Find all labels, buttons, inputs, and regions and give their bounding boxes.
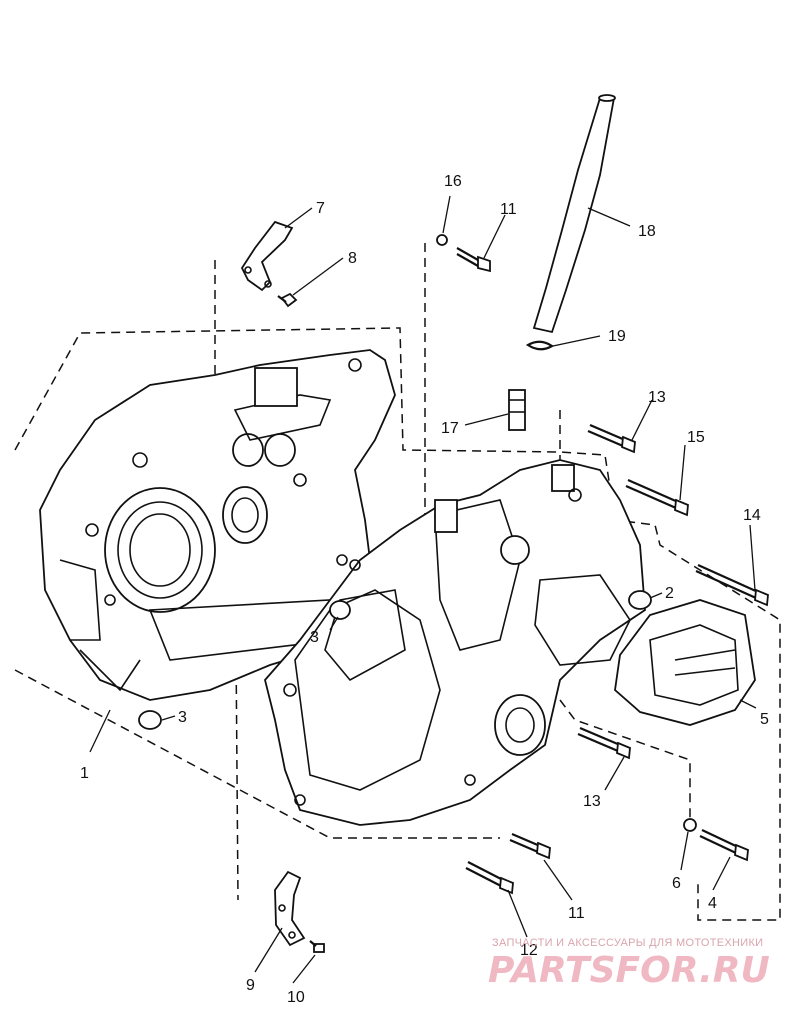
callout-10: 10 [287,989,305,1006]
callout-16: 16 [444,173,462,190]
watermark-brand: PARTSFOR.RU [488,950,770,991]
cover-part-5 [614,599,756,726]
callout-2: 2 [665,585,674,602]
dowel-pin-part-2 [628,590,652,610]
bolt-part-11-top [456,247,491,273]
fitting-part-17 [508,389,526,431]
right-crankcase [264,459,646,826]
callout-8: 8 [348,250,357,267]
callout-12: 12 [520,942,538,959]
callout-18: 18 [638,223,656,240]
callout-19: 19 [608,328,626,345]
callout-3-lower: 3 [178,709,187,726]
leader-lines [89,195,757,984]
bolt-part-15 [625,478,689,517]
bolt-part-12 [465,861,514,895]
callout-17: 17 [441,420,459,437]
hose-part-18 [532,94,616,334]
bolt-part-4 [699,829,749,862]
callout-15: 15 [687,429,705,446]
callout-6: 6 [672,875,681,892]
callout-13-bottom: 13 [583,793,601,810]
callout-4: 4 [708,895,717,912]
watermark-subtitle: ЗАПЧАСТИ И АКСЕССУАРЫ ДЛЯ МОТОТЕХНИКИ [492,937,763,949]
washer-part-6 [683,818,697,832]
callout-5: 5 [760,711,769,728]
callout-11-bottom: 11 [568,905,585,922]
bolt-part-13-bottom [577,726,631,760]
washer-part-16 [436,234,448,246]
bolt-part-11-bottom [509,832,551,860]
callout-13-top: 13 [648,389,666,406]
left-crankcase [39,349,396,701]
bolt-part-10 [309,940,325,953]
bolt-part-13-top [587,423,636,454]
watermark: ЗАПЧАСТИ И АКСЕССУАРЫ ДЛЯ МОТОТЕХНИКИ PA… [488,937,770,991]
callout-14: 14 [743,507,761,524]
callout-9: 9 [246,977,255,994]
callout-11-top: 11 [500,201,517,218]
callout-3-center: 3 [310,629,319,646]
plate-part-9 [274,870,306,947]
dowel-pin-part-3-center [329,600,351,620]
callout-numbers: 1 2 3 3 3 4 5 6 7 8 9 10 11 11 12 13 13 … [80,173,769,1006]
bolt-part-14 [695,563,769,607]
bolt-part-8 [277,292,298,308]
callout-7: 7 [316,200,325,217]
callout-1: 1 [80,765,89,782]
dowel-pin-part-3-lower [138,710,162,730]
plate-part-7 [240,220,294,292]
clip-part-19 [525,340,555,351]
